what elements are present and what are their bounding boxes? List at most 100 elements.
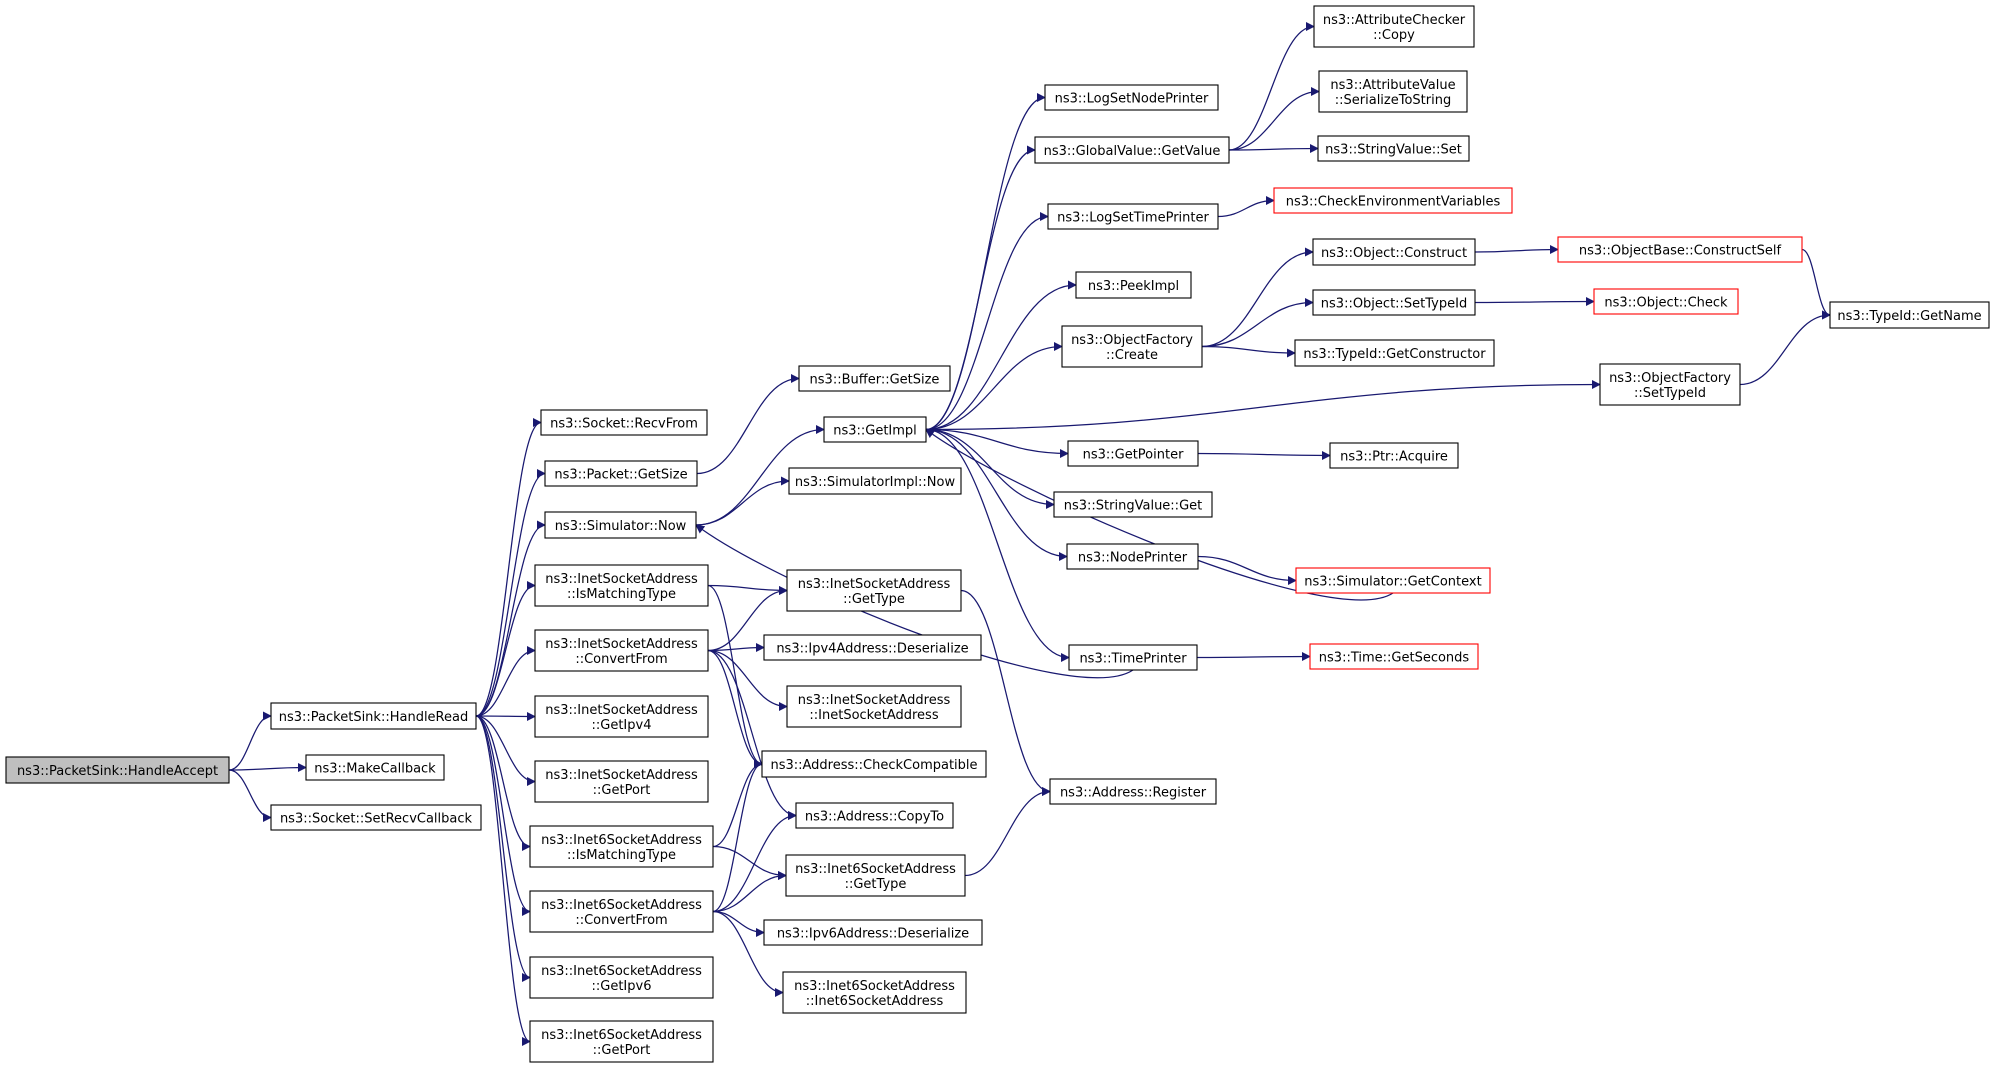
node-box [544,511,697,539]
node-box [5,756,230,784]
node-inet_gettype[interactable]: ns3::InetSocketAddress::GetType [786,569,962,612]
node-getimpl[interactable]: ns3::GetImpl [823,416,927,443]
node-obj_construct[interactable]: ns3::Object::Construct [1312,238,1476,266]
node-peekimpl[interactable]: ns3::PeekImpl [1075,271,1192,299]
node-makecallback[interactable]: ns3::MakeCallback [305,754,445,781]
node-inet6_ismatching[interactable]: ns3::Inet6SocketAddress::IsMatchingType [529,825,714,868]
node-ipv6deser[interactable]: ns3::Ipv6Address::Deserialize [763,919,983,946]
node-label: ns3::Object::SetTypeId [1321,297,1467,312]
edge-timeprinter-to-time_getseconds [1196,652,1311,662]
node-ptr_acquire[interactable]: ns3::Ptr::Acquire [1329,442,1459,469]
node-inet_getipv4[interactable]: ns3::InetSocketAddress::GetIpv4 [534,695,709,738]
edge-handleread-to-inet_getipv4 [475,711,536,721]
node-obj_settypeid[interactable]: ns3::Object::SetTypeId [1312,289,1476,316]
node-nodeprinter[interactable]: ns3::NodePrinter [1066,543,1199,570]
node-time_getseconds[interactable]: ns3::Time::GetSeconds [1309,643,1479,670]
node-inet6_gettype[interactable]: ns3::Inet6SocketAddress::GetType [785,854,966,897]
node-box [270,702,477,730]
node-getpointer[interactable]: ns3::GetPointer [1067,440,1199,467]
node-simnow[interactable]: ns3::Simulator::Now [544,511,697,539]
edge-getpointer-to-ptr_acquire [1197,450,1331,460]
node-label: ::GetType [845,877,907,892]
node-addr_register[interactable]: ns3::Address::Register [1049,778,1217,805]
node-inet_ctor[interactable]: ns3::InetSocketAddress::InetSocketAddres… [786,685,962,728]
node-copyto[interactable]: ns3::Address::CopyTo [795,802,954,829]
node-packetgetsize[interactable]: ns3::Packet::GetSize [544,460,698,487]
node-box [761,750,987,778]
node-inet6_getipv6[interactable]: ns3::Inet6SocketAddress::GetIpv6 [529,956,714,999]
node-box [1053,491,1213,518]
node-handleread[interactable]: ns3::PacketSink::HandleRead [270,702,477,730]
node-box [529,825,714,868]
node-box [270,804,482,831]
node-typeid_getname[interactable]: ns3::TypeId::GetName [1829,301,1990,329]
node-checkenvvars[interactable]: ns3::CheckEnvironmentVariables [1273,187,1513,214]
node-label: ns3::Socket::RecvFrom [550,417,698,432]
node-inet_getport[interactable]: ns3::InetSocketAddress::GetPort [534,760,709,803]
node-box [534,564,709,607]
node-label: ns3::GetPointer [1083,448,1184,463]
edge-getimpl-to-nodeprinter [925,428,1068,561]
node-box [788,467,962,495]
node-box [544,460,698,487]
node-box [1294,339,1495,367]
node-box [823,416,927,443]
edge-of_create-to-obj_construct [1201,247,1314,348]
node-box [1044,84,1219,111]
node-recvfrom[interactable]: ns3::Socket::RecvFrom [540,409,708,436]
node-logsetnodeprinter[interactable]: ns3::LogSetNodePrinter [1044,84,1219,111]
edge-inet6_ismatching-to-inet6_gettype [712,845,787,880]
node-label: ns3::InetSocketAddress [545,768,698,783]
node-buffergetsize[interactable]: ns3::Buffer::GetSize [798,365,951,392]
node-label: ns3::StringValue::Get [1064,499,1202,514]
node-stringvalue_set[interactable]: ns3::StringValue::Set [1317,135,1470,162]
node-inet6_getport[interactable]: ns3::Inet6SocketAddress::GetPort [529,1020,714,1063]
node-handleaccept[interactable]: ns3::PacketSink::HandleAccept [5,756,230,784]
node-obj_check[interactable]: ns3::Object::Check [1593,288,1739,315]
node-label: ns3::GetImpl [833,424,917,439]
node-label: ns3::Packet::GetSize [554,468,687,483]
node-inet_convertfrom[interactable]: ns3::InetSocketAddress::ConvertFrom [534,629,709,672]
edge-of_settypeid-to-typeid_getname [1739,310,1831,386]
node-ipv4deser[interactable]: ns3::Ipv4Address::Deserialize [763,634,982,661]
node-checkcompat[interactable]: ns3::Address::CheckCompatible [761,750,987,778]
node-setrecvcallback[interactable]: ns3::Socket::SetRecvCallback [270,804,482,831]
node-box [1317,135,1470,162]
node-label: ::ConvertFrom [575,652,667,667]
node-label: ::Copy [1373,28,1415,43]
node-box [534,760,709,803]
node-simimplnow[interactable]: ns3::SimulatorImpl::Now [788,467,962,495]
node-inet6_ctor[interactable]: ns3::Inet6SocketAddress::Inet6SocketAddr… [782,971,967,1014]
node-label: ::SetTypeId [1634,386,1706,401]
node-objbase_constructself[interactable]: ns3::ObjectBase::ConstructSelf [1557,236,1803,263]
node-label: ::IsMatchingType [567,587,676,602]
node-attrvalue_ser[interactable]: ns3::AttributeValue::SerializeToString [1318,70,1468,113]
edge-inet_ismatching-to-inet_gettype [707,584,788,595]
node-sim_getcontext[interactable]: ns3::Simulator::GetContext [1295,567,1491,594]
node-box [529,956,714,999]
edge-handleread-to-inet6_getport [475,715,531,1046]
node-box [1329,442,1459,469]
node-typeid_getctor[interactable]: ns3::TypeId::GetConstructor [1294,339,1495,367]
node-box [1557,236,1803,263]
edge-logsettimeprinter-to-checkenvvars [1217,196,1275,218]
node-label: ns3::AttributeValue [1330,78,1455,93]
node-logsettimeprinter[interactable]: ns3::LogSetTimePrinter [1047,203,1219,230]
node-box [534,695,709,738]
edge-handleread-to-inet_convertfrom [475,646,536,717]
node-stringvalue_get[interactable]: ns3::StringValue::Get [1053,491,1213,518]
node-box [1061,325,1203,368]
node-attrchecker_copy[interactable]: ns3::AttributeChecker::Copy [1313,5,1475,48]
node-timeprinter[interactable]: ns3::TimePrinter [1068,644,1198,671]
node-gv_getvalue[interactable]: ns3::GlobalValue::GetValue [1034,136,1230,164]
edge-getimpl-to-timeprinter [925,428,1070,662]
node-of_create[interactable]: ns3::ObjectFactory::Create [1061,325,1203,368]
edge-getimpl-to-logsettimeprinter [925,212,1049,431]
node-inet_ismatching[interactable]: ns3::InetSocketAddress::IsMatchingType [534,564,709,607]
node-inet6_convertfrom[interactable]: ns3::Inet6SocketAddress::ConvertFrom [529,890,714,933]
node-label: ns3::ObjectBase::ConstructSelf [1579,244,1782,259]
node-of_settypeid[interactable]: ns3::ObjectFactory::SetTypeId [1599,363,1741,406]
edge-gv_getvalue-to-attrvalue_ser [1228,87,1320,151]
node-label: ::GetType [843,592,905,607]
